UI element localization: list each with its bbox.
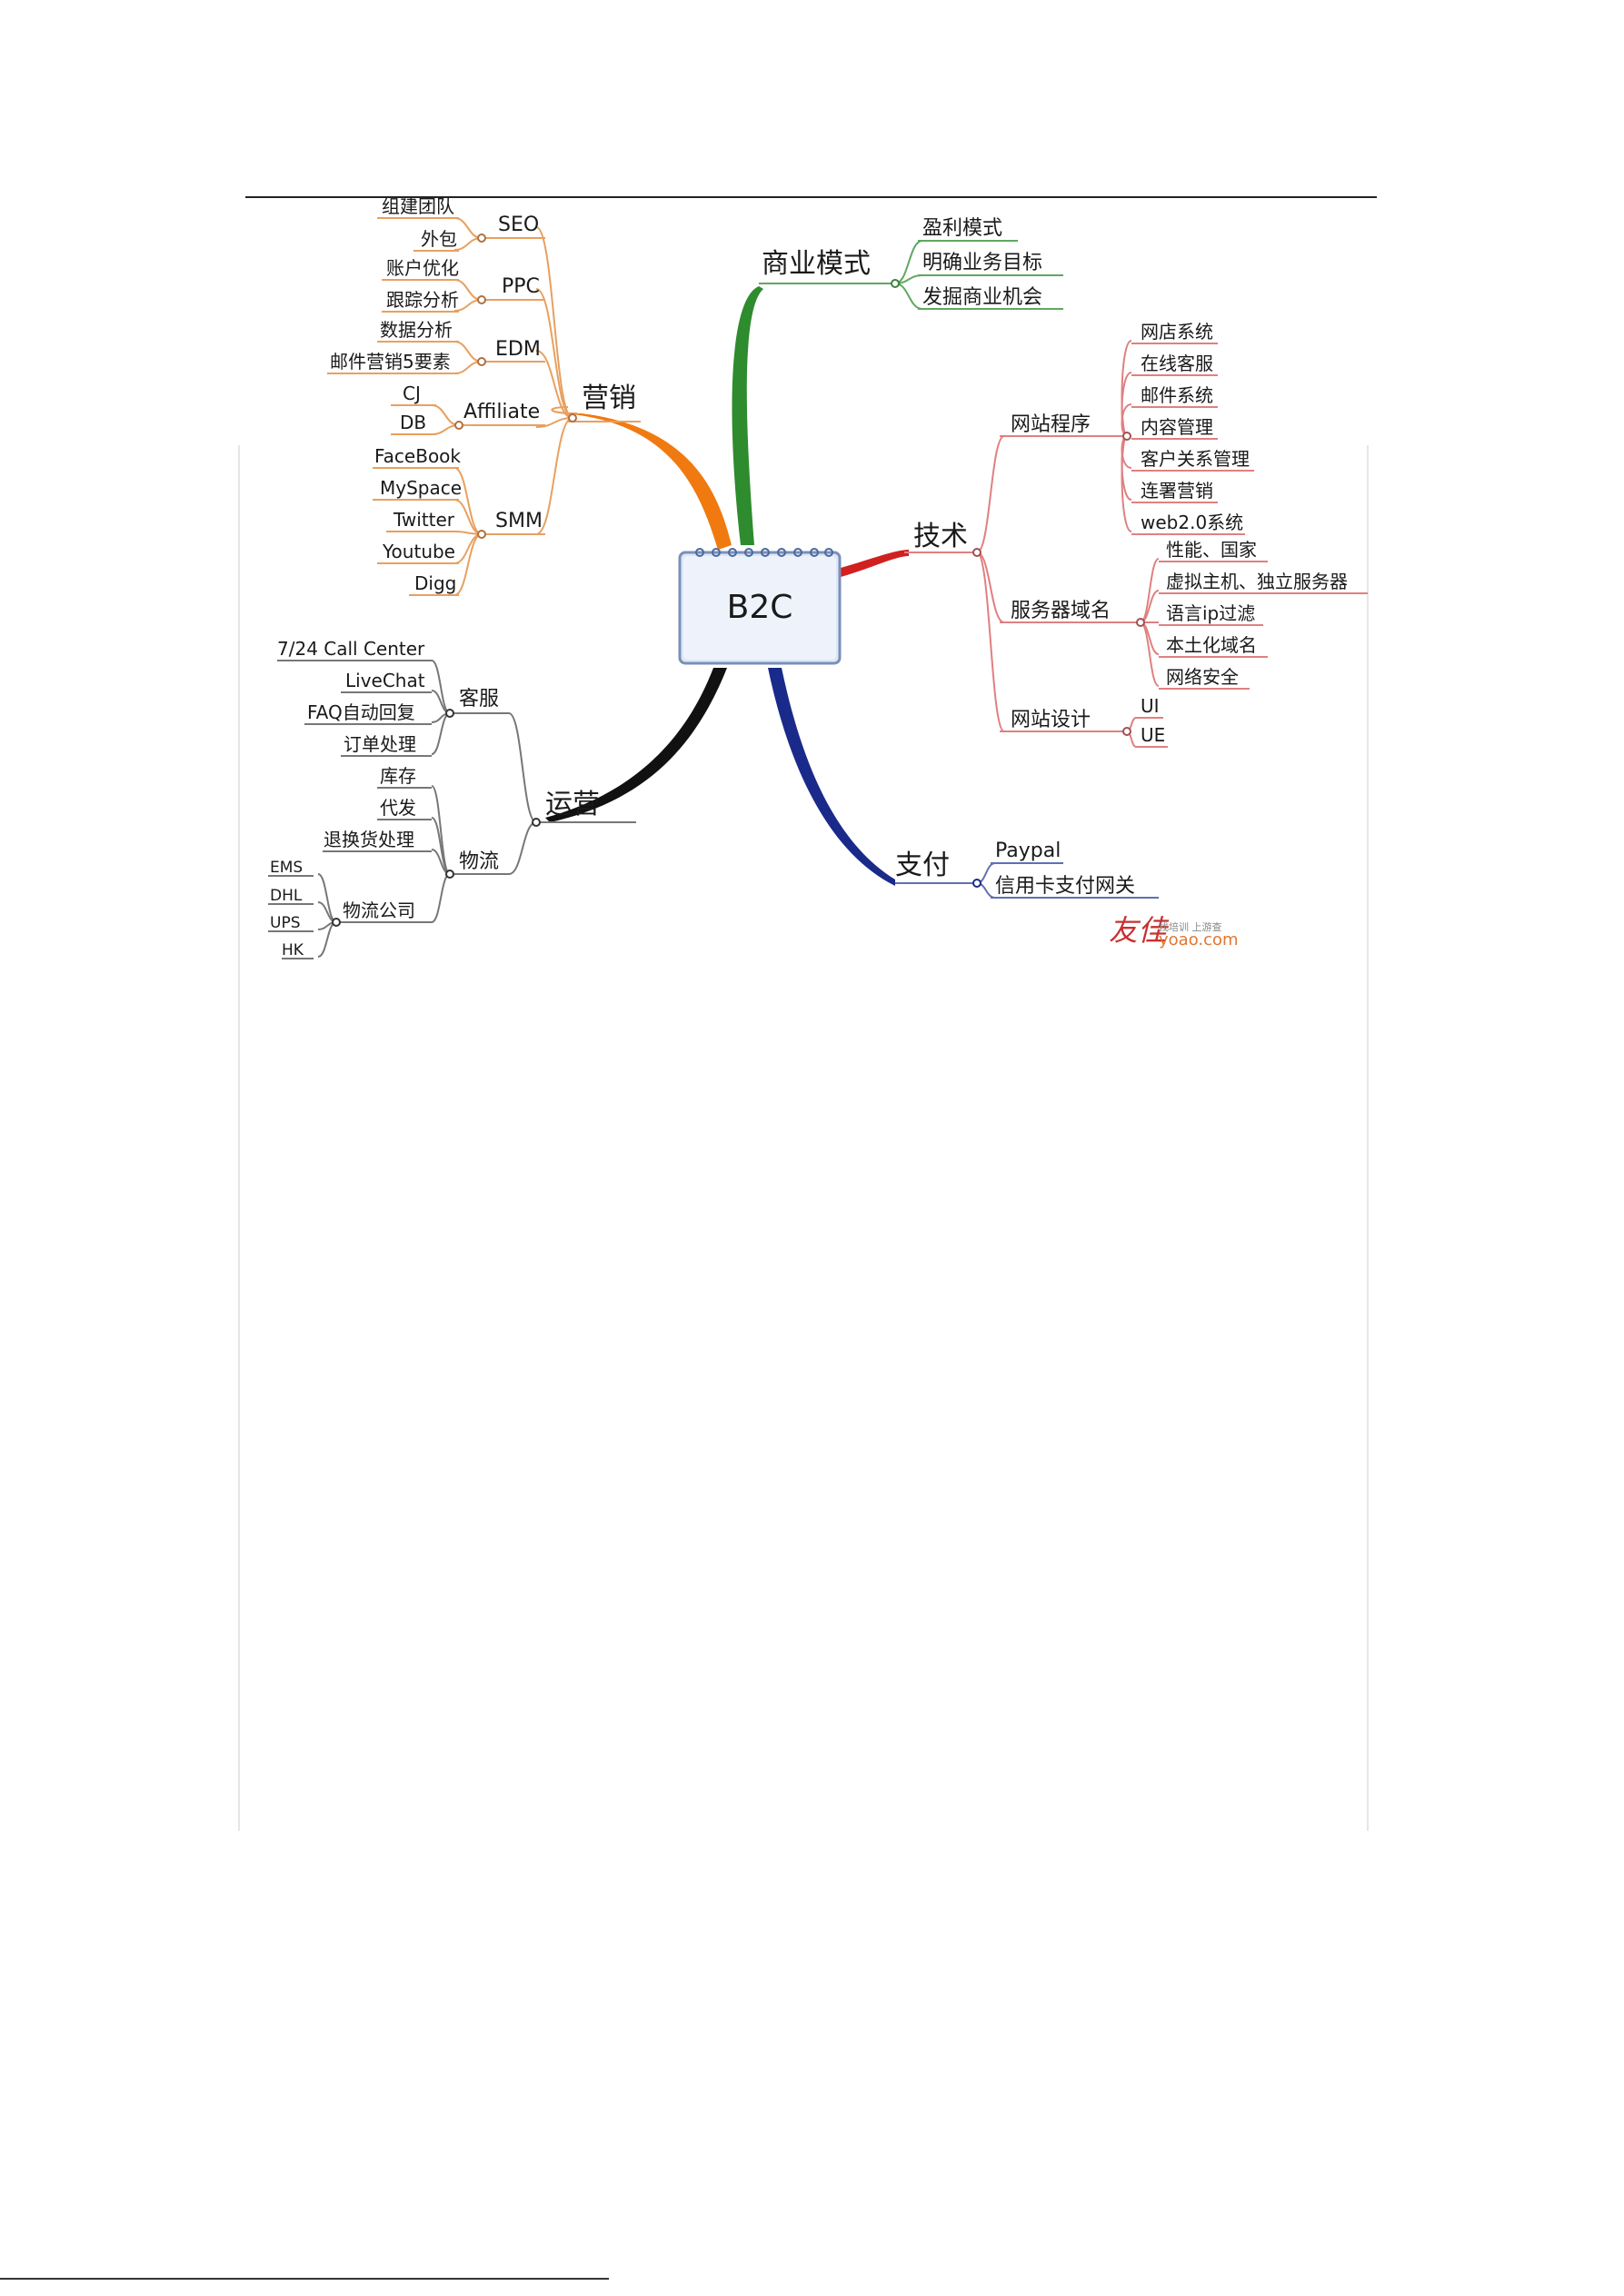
logistics-item-2: 代发 — [380, 797, 416, 819]
service-item-3: FAQ自动回复 — [307, 701, 415, 723]
program-item-6: 连署营销 — [1141, 480, 1213, 502]
smm-item-5: Digg — [414, 572, 456, 594]
seo-item-2: 外包 — [421, 228, 457, 250]
server-item-1: 性能、国家 — [1166, 539, 1257, 561]
payment-item-2: 信用卡支付网关 — [995, 875, 1135, 898]
payment-label: 支付 — [895, 850, 950, 881]
branch-marketing — [327, 217, 641, 596]
ppc-item-2: 跟踪分析 — [386, 289, 459, 311]
business-item-2: 明确业务目标 — [922, 252, 1042, 274]
program-item-7: web2.0系统 — [1141, 512, 1243, 533]
payment-node — [972, 879, 981, 888]
service-item-1: 7/24 Call Center — [277, 638, 425, 660]
design-item-ui: UI — [1141, 695, 1160, 717]
smm-item-2: MySpace — [380, 477, 462, 499]
design-item-ue: UE — [1141, 724, 1165, 746]
smm-item-1: FaceBook — [374, 445, 461, 467]
server-item-4: 本土化域名 — [1166, 634, 1257, 656]
top-divider — [245, 196, 1377, 198]
program-item-5: 客户关系管理 — [1141, 448, 1250, 470]
branch-tech — [904, 340, 1368, 748]
program-item-4: 内容管理 — [1141, 416, 1213, 438]
server-item-3: 语言ip过滤 — [1166, 602, 1255, 624]
affiliate-item-cj: CJ — [403, 383, 421, 404]
payment-item-1: Paypal — [995, 840, 1061, 862]
carrier-ups: UPS — [270, 914, 301, 932]
image-frame — [238, 445, 1369, 1831]
center-node: B2C — [678, 548, 842, 665]
smm-item-3: Twitter — [393, 509, 455, 531]
ops-group-service: 客服 — [459, 688, 499, 711]
footnote-divider — [0, 2278, 609, 2280]
affiliate-label: Affiliate — [463, 401, 540, 423]
program-item-2: 在线客服 — [1141, 353, 1213, 374]
watermark-site: yoao.com — [1159, 930, 1239, 949]
logistics-item-3: 退换货处理 — [324, 829, 414, 850]
carrier-hk: HK — [282, 941, 304, 959]
edm-label: EDM — [495, 338, 541, 361]
server-item-5: 网络安全 — [1166, 666, 1239, 688]
business-label: 商业模式 — [762, 248, 871, 280]
marketing-label: 营销 — [582, 383, 636, 414]
seo-label: SEO — [498, 214, 539, 236]
service-item-2: LiveChat — [345, 670, 425, 691]
notepad-rings — [695, 548, 833, 557]
marketing-nodes — [454, 234, 577, 539]
operations-label: 运营 — [545, 789, 600, 820]
ppc-item-1: 账户优化 — [386, 257, 459, 279]
program-item-1: 网店系统 — [1141, 321, 1213, 343]
ppc-label: PPC — [502, 275, 540, 298]
center-label: B2C — [727, 589, 793, 626]
stem-tech — [841, 550, 909, 577]
edm-item-2: 邮件营销5要素 — [330, 351, 451, 373]
logistics-item-4: 物流公司 — [343, 900, 415, 921]
affiliate-item-db: DB — [400, 412, 426, 433]
operations-nodes — [332, 709, 541, 927]
seo-item-1: 组建团队 — [382, 195, 454, 217]
tech-nodes — [972, 432, 1145, 736]
server-item-2: 虚拟主机、独立服务器 — [1166, 571, 1348, 592]
stem-operations — [545, 668, 727, 822]
business-item-3: 发掘商业机会 — [922, 286, 1042, 309]
stem-payment — [768, 668, 895, 886]
carrier-ems: EMS — [270, 859, 303, 877]
watermark-logo-text: 友佳 — [1109, 913, 1170, 948]
logistics-item-1: 库存 — [380, 765, 416, 787]
service-item-4: 订单处理 — [344, 733, 416, 755]
tech-group-server: 服务器域名 — [1011, 600, 1111, 622]
tech-label: 技术 — [913, 521, 968, 552]
tech-group-program: 网站程序 — [1011, 413, 1091, 436]
business-item-1: 盈利模式 — [922, 217, 1002, 240]
program-item-3: 邮件系统 — [1141, 384, 1213, 406]
watermark-tagline: 找培训 上游查 — [1159, 920, 1222, 933]
smm-label: SMM — [495, 510, 543, 532]
edm-item-1: 数据分析 — [380, 319, 453, 341]
carrier-dhl: DHL — [270, 887, 303, 905]
smm-item-4: Youtube — [382, 541, 455, 562]
business-node — [891, 279, 900, 288]
ops-group-logistics: 物流 — [459, 850, 499, 873]
tech-group-design: 网站设计 — [1011, 709, 1091, 731]
watermark-logo: 友佳 找培训 上游查 yoao.com — [1109, 913, 1239, 949]
stem-business — [732, 286, 763, 545]
stem-marketing — [563, 413, 732, 550]
